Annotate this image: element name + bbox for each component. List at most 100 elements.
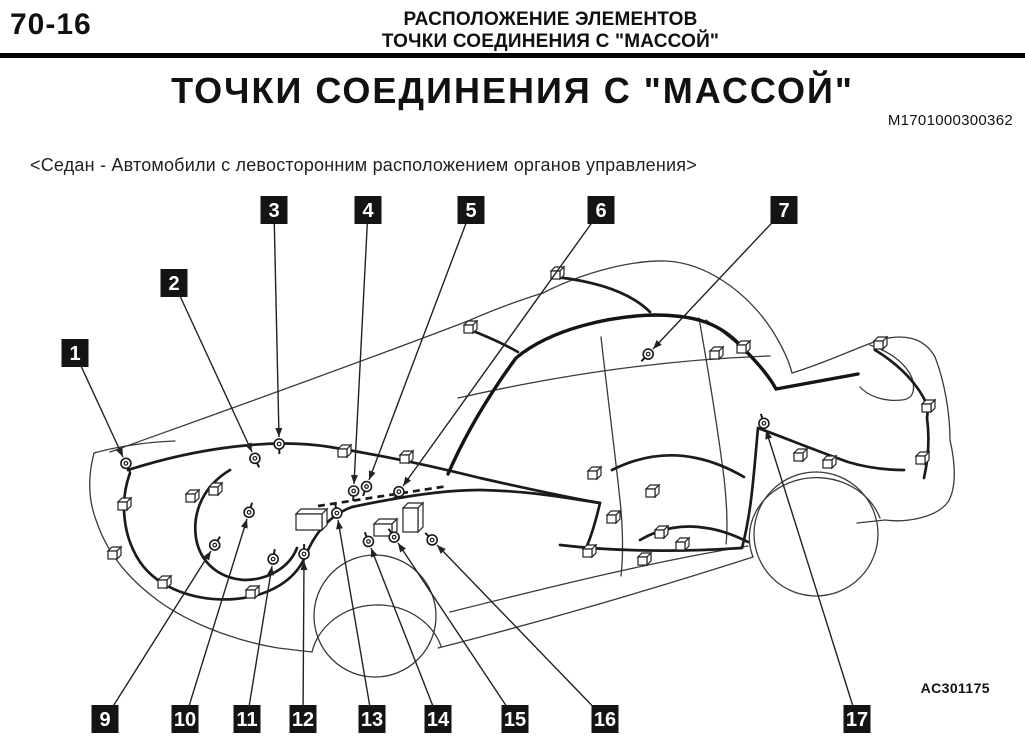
ground-point-icon [387, 528, 400, 543]
connector-icon [821, 454, 838, 470]
running-header-line1: РАСПОЛОЖЕНИЕ ЭЛЕМЕНТОВ [403, 9, 698, 30]
callout-arrow-icon [765, 430, 773, 440]
callout-arrow-icon [116, 447, 123, 457]
ground-point-icon [392, 485, 405, 501]
callout-arrow-icon [336, 520, 343, 530]
callout-arrow-icon [240, 519, 248, 529]
connector-icon [586, 465, 603, 481]
connector-icon [106, 545, 123, 561]
page-number: 70-16 [10, 8, 92, 41]
ground-point-icon [120, 457, 132, 473]
ground-point-icon [640, 348, 654, 363]
callout-arrow-icon [403, 476, 412, 486]
callout-arrow-icon [371, 548, 378, 558]
connector-icon [914, 450, 931, 466]
callout-arrow-icon [350, 474, 358, 484]
callout-leader-17 [765, 429, 858, 720]
callout-label-6: 6 [587, 196, 615, 224]
callout-leader-15 [397, 542, 516, 720]
callout-label-12: 12 [289, 705, 317, 733]
callout-leader-13 [337, 519, 373, 720]
callout-label-1: 1 [61, 339, 89, 367]
callout-leader-4 [353, 209, 369, 485]
ground-point-icon [208, 536, 221, 551]
svg-text:6: 6 [595, 200, 606, 222]
connector-icon [244, 584, 261, 600]
ground-point-icon [298, 543, 310, 560]
connector-icon [636, 551, 653, 567]
ground-point-icon [424, 532, 438, 546]
running-header-line2: ТОЧКИ СОЕДИНЕНИЯ С "МАССОЙ" [381, 31, 720, 52]
callout-leader-7 [652, 209, 785, 350]
connector-icon [207, 481, 224, 497]
callout-arrow-icon [203, 551, 211, 561]
callout-label-2: 2 [160, 269, 188, 297]
connector-icon [653, 524, 670, 540]
callout-leader-5 [368, 209, 472, 481]
svg-text:15: 15 [504, 709, 526, 731]
car-outline [89, 260, 955, 678]
ground-point-icon [249, 452, 261, 468]
svg-text:12: 12 [292, 709, 314, 731]
ground-point-icon [273, 438, 285, 455]
callout-label-15: 15 [501, 705, 529, 733]
callout-arrow-icon [245, 442, 252, 452]
callout-label-7: 7 [770, 196, 798, 224]
callout-leader-11 [246, 565, 273, 720]
variant-note: <Седан - Автомобили с левосторонним расп… [30, 155, 697, 175]
connector-icon [735, 339, 752, 355]
connector-icon [605, 509, 622, 525]
callout-leader-10 [184, 518, 248, 720]
callout-leader-1 [74, 352, 124, 458]
ground-point-icon [360, 480, 373, 497]
connector-icon [674, 536, 691, 552]
callout-label-14: 14 [424, 705, 452, 733]
callout-leader-14 [370, 547, 439, 720]
svg-text:16: 16 [594, 709, 616, 731]
ground-point-icon [267, 549, 279, 565]
callout-leader-2 [173, 282, 253, 453]
callout-leader-6 [402, 209, 602, 487]
callout-arrow-icon [437, 545, 446, 554]
callout-leader-9 [104, 550, 212, 720]
figure-code: AC301175 [920, 680, 990, 696]
running-header: РАСПОЛОЖЕНИЕ ЭЛЕМЕНТОВ ТОЧКИ СОЕДИНЕНИЯ … [382, 9, 719, 53]
wiring-harness [122, 275, 930, 601]
svg-text:7: 7 [778, 200, 789, 222]
connector-icon [549, 265, 566, 281]
svg-text:9: 9 [99, 709, 110, 731]
callout-arrow-icon [300, 561, 308, 571]
svg-text:17: 17 [846, 709, 868, 731]
callout-label-17: 17 [843, 705, 871, 733]
ground-point-icon [347, 485, 360, 502]
callout-leader-3 [273, 209, 280, 438]
connector-icon [156, 574, 173, 590]
document-code: M1701000300362 [887, 112, 1013, 129]
callout-arrow-icon [267, 566, 275, 576]
connector-icon [336, 443, 353, 459]
header-rule [0, 53, 1025, 58]
ground-point-icon [758, 413, 770, 430]
connector-icon [116, 496, 133, 512]
callout-arrow-icon [368, 470, 376, 480]
callout-label-11: 11 [233, 705, 261, 733]
connector-icon [872, 335, 889, 351]
callout-label-16: 16 [591, 705, 619, 733]
svg-text:10: 10 [174, 709, 196, 731]
callout-label-9: 9 [91, 705, 119, 733]
svg-text:4: 4 [362, 200, 374, 222]
connector-icon [398, 449, 415, 465]
connector-icon [708, 345, 725, 361]
relay-box-icon [294, 507, 329, 532]
callout-label-5: 5 [457, 196, 485, 224]
connector-icon [792, 447, 809, 463]
callout-label-13: 13 [358, 705, 386, 733]
svg-text:11: 11 [236, 709, 257, 731]
connector-icon [644, 483, 661, 499]
callout-label-3: 3 [260, 196, 288, 224]
svg-text:3: 3 [268, 200, 279, 222]
connector-icon [184, 488, 201, 504]
connector-icon [920, 398, 937, 414]
